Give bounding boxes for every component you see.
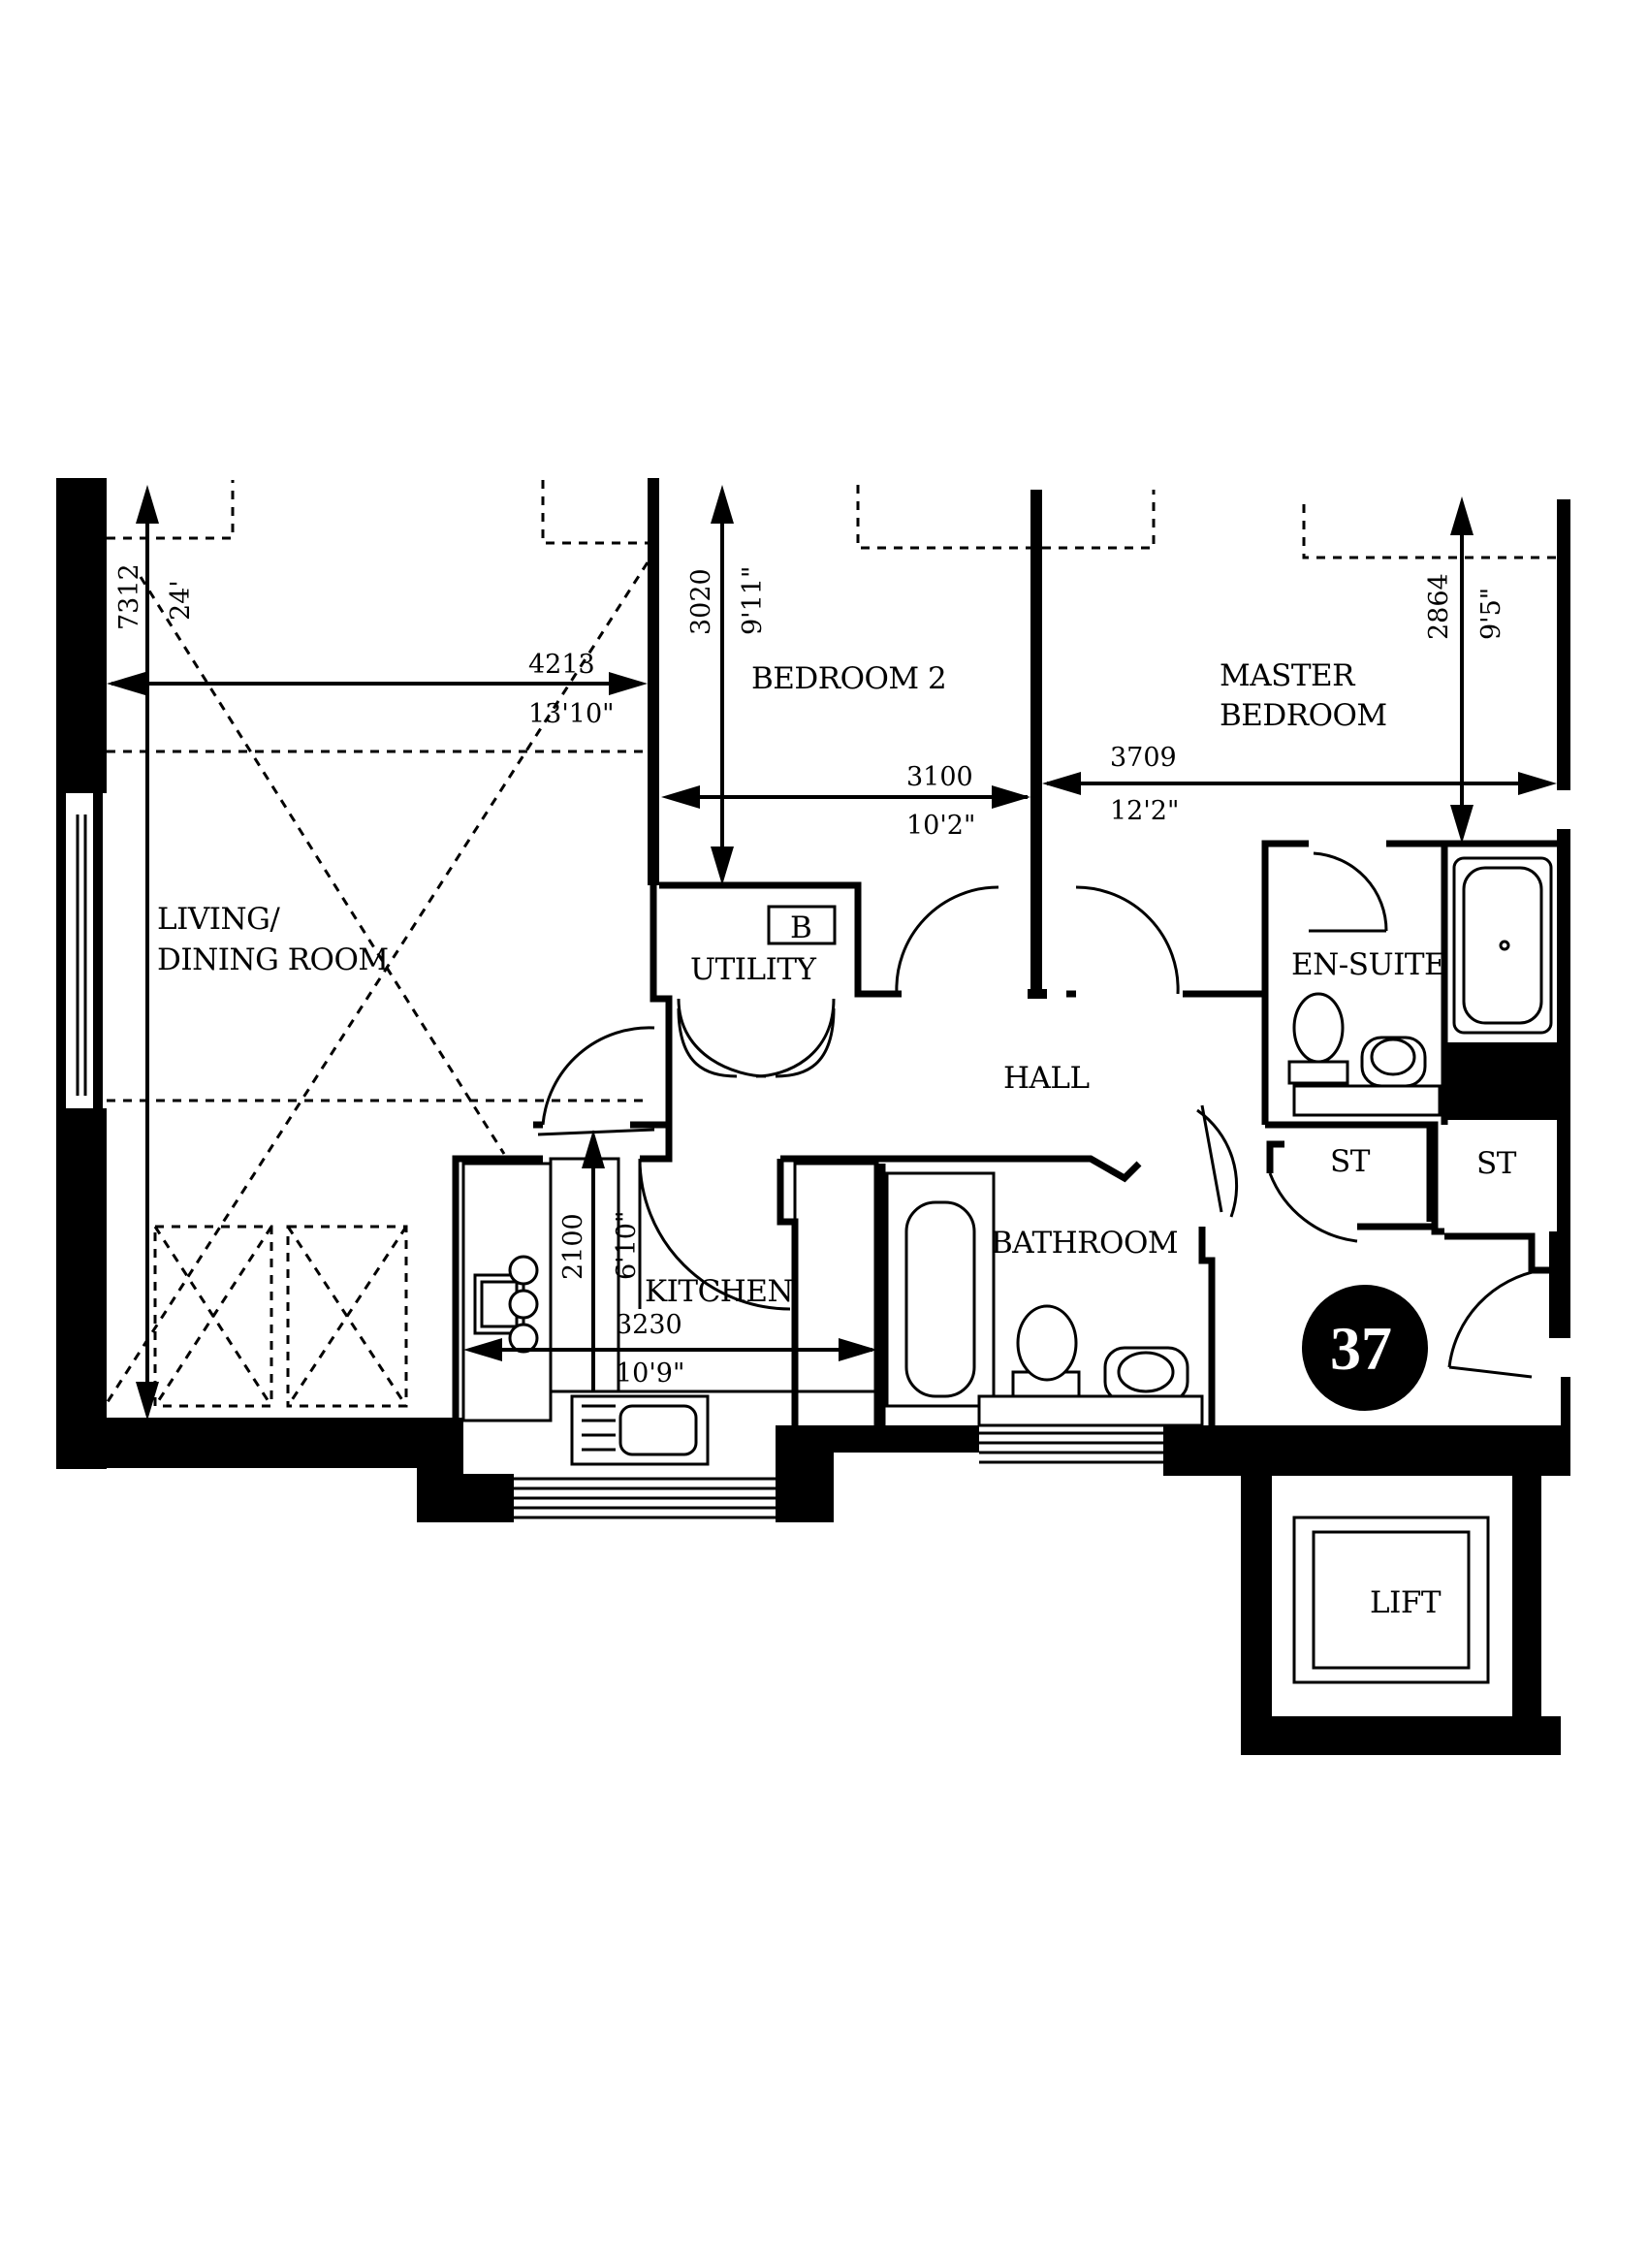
bed2-width-ft: 10'2" bbox=[906, 811, 975, 841]
living-width-mm: 4213 bbox=[528, 650, 595, 680]
bedroom2-label: BEDROOM 2 bbox=[751, 661, 946, 696]
doors bbox=[537, 851, 1542, 1379]
hall-label: HALL bbox=[1003, 1061, 1090, 1096]
utility-label: UTILITY bbox=[690, 952, 817, 987]
store2-label: ST bbox=[1476, 1146, 1517, 1181]
living-label-2: DINING ROOM bbox=[157, 942, 389, 977]
boiler-label: B bbox=[790, 910, 811, 945]
kitchen-length-mm: 2100 bbox=[558, 1213, 588, 1280]
master-length-ft: 9'5" bbox=[1476, 588, 1506, 640]
living-length-mm: 7312 bbox=[114, 563, 144, 630]
dashed-outlines bbox=[100, 480, 1557, 1412]
unit-number: 37 bbox=[1330, 1314, 1392, 1383]
master-length-mm: 2864 bbox=[1424, 573, 1454, 640]
living-width-ft: 13'10" bbox=[528, 699, 615, 729]
living-length-ft: 24' bbox=[166, 580, 196, 621]
boiler-box bbox=[767, 905, 837, 945]
kitchen-width-ft: 10'9" bbox=[616, 1358, 684, 1389]
unit-number-badge bbox=[1302, 1285, 1428, 1411]
dimension-lines bbox=[107, 485, 1557, 1421]
master-label-2: BEDROOM bbox=[1220, 698, 1387, 733]
kitchen-label: KITCHEN bbox=[645, 1274, 793, 1309]
lift-label: LIFT bbox=[1370, 1585, 1442, 1620]
bed2-length-ft: 9'11" bbox=[738, 566, 768, 635]
kitchen-width-mm: 3230 bbox=[616, 1310, 682, 1340]
dimension-labels: 7312 24' 4213 13'10" 3020 9'11" 3100 10'… bbox=[114, 563, 1506, 1389]
room-labels: LIVING/ DINING ROOM BEDROOM 2 MASTER BED… bbox=[157, 658, 1517, 1620]
lift-car bbox=[1292, 1516, 1490, 1684]
fixtures bbox=[461, 856, 1553, 1684]
store1-label: ST bbox=[1330, 1144, 1371, 1179]
master-width-ft: 12'2" bbox=[1110, 796, 1179, 826]
walls bbox=[56, 478, 1570, 1755]
ensuite-label: EN-SUITE bbox=[1291, 947, 1445, 982]
living-label-1: LIVING/ bbox=[157, 902, 280, 937]
master-label-1: MASTER bbox=[1220, 658, 1356, 693]
master-width-mm: 3709 bbox=[1110, 743, 1177, 773]
bed2-width-mm: 3100 bbox=[906, 762, 973, 792]
bathroom-label: BATHROOM bbox=[991, 1226, 1178, 1261]
kitchen-length-ft: 6'10" bbox=[612, 1211, 642, 1280]
bed2-length-mm: 3020 bbox=[686, 568, 716, 635]
